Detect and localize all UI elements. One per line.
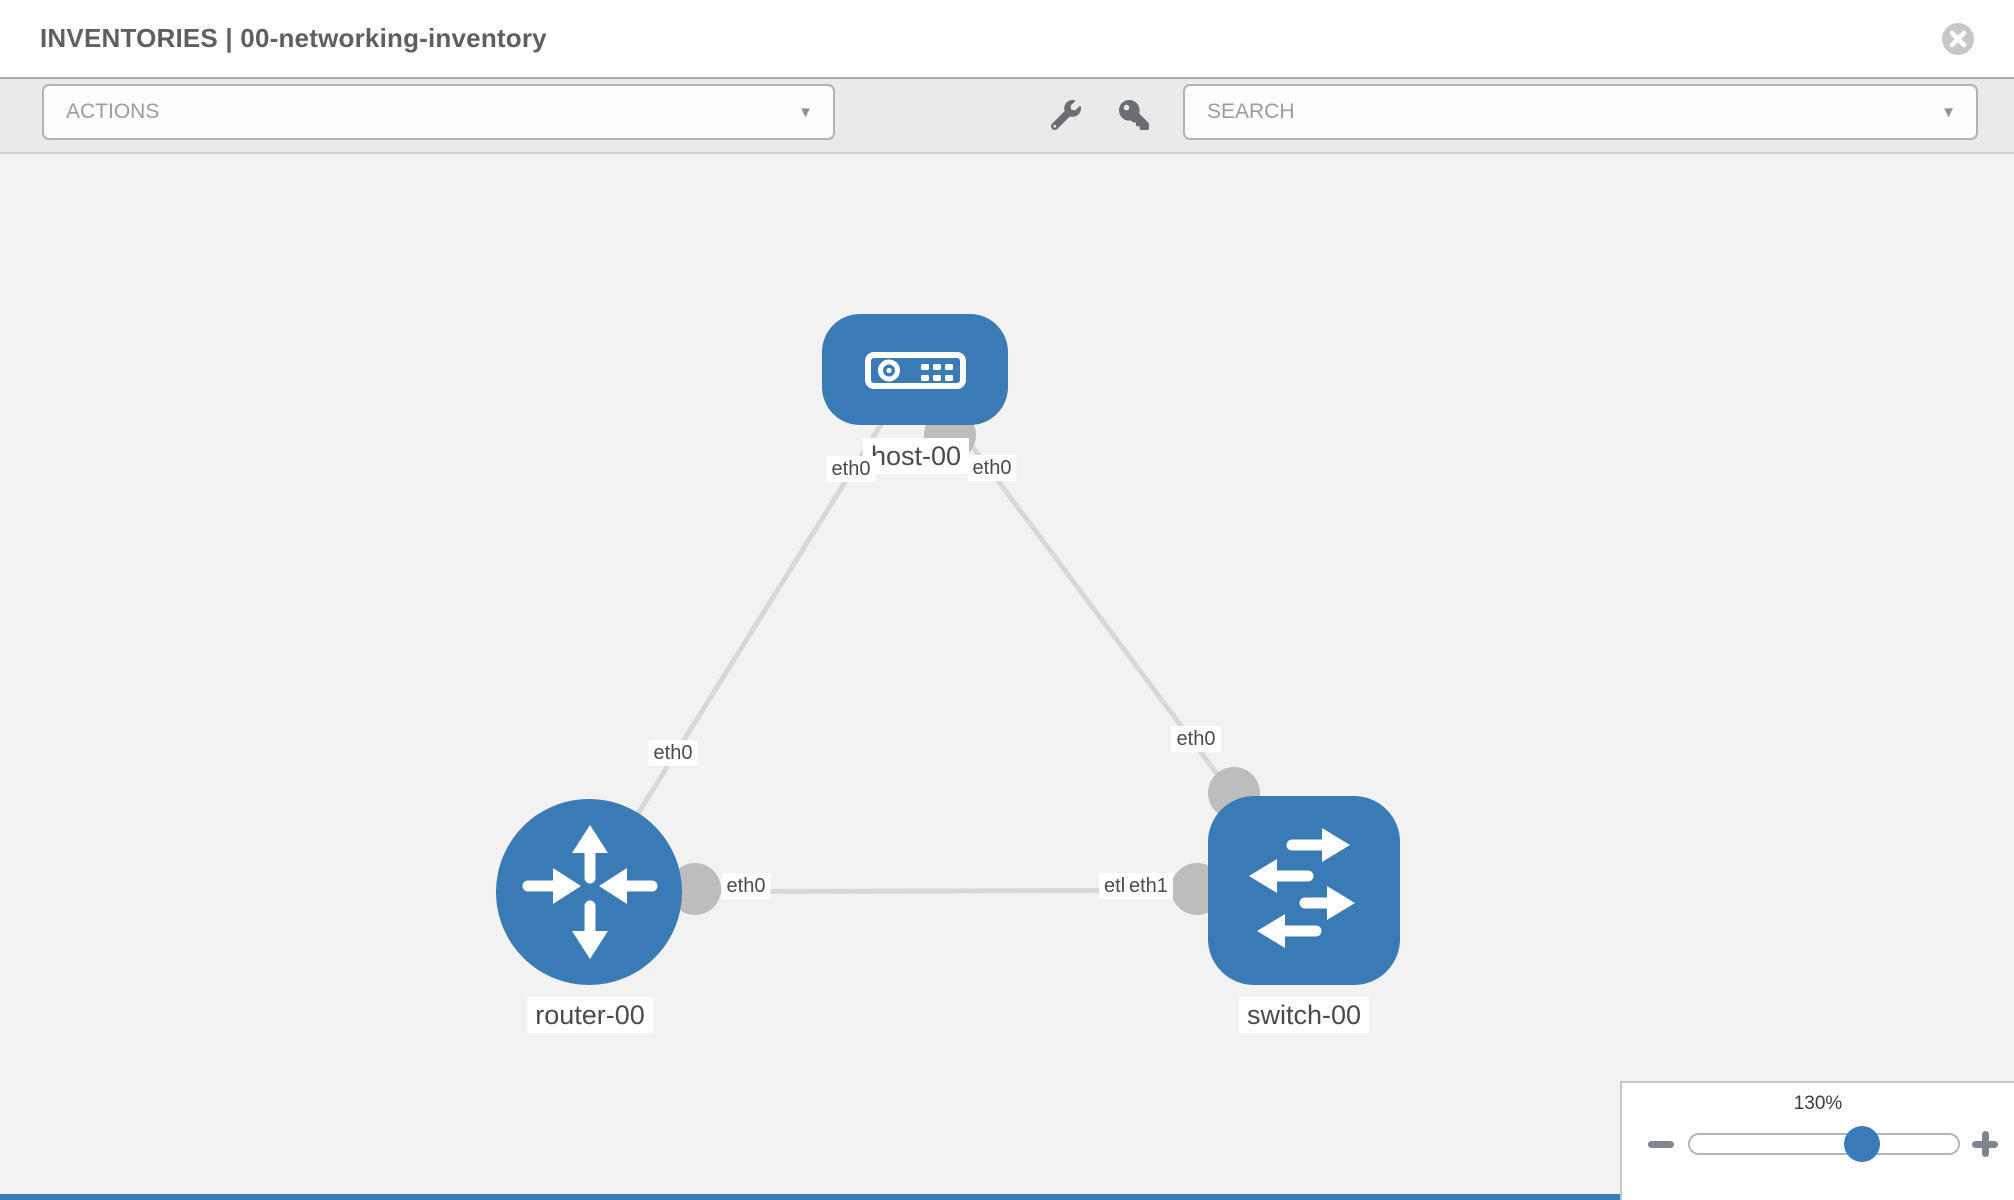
switch-icon: [1249, 828, 1355, 948]
credentials-button[interactable]: [1119, 100, 1151, 132]
zoom-slider-track[interactable]: [1688, 1133, 1960, 1155]
zoom-slider-thumb[interactable]: [1844, 1126, 1880, 1162]
interface-label: eth0: [721, 873, 771, 899]
node-label-switch: switch-00: [1238, 997, 1370, 1034]
node-label-router: router-00: [527, 997, 653, 1034]
page-title: INVENTORIES | 00-networking-inventory: [40, 23, 547, 53]
key-icon: [1119, 100, 1149, 130]
interface-label: eth0: [967, 455, 1017, 481]
search-dropdown[interactable]: SEARCH ▼: [1183, 84, 1978, 140]
node-switch-00[interactable]: [1208, 796, 1400, 985]
zoom-level: 130%: [1793, 1093, 1843, 1114]
interface-label: eth0: [648, 740, 698, 766]
zoom-in-button[interactable]: [1972, 1131, 1998, 1157]
port-router-right[interactable]: [669, 863, 721, 915]
actions-dropdown[interactable]: ACTIONS ▼: [42, 84, 835, 140]
actions-dropdown-label: ACTIONS: [66, 100, 160, 123]
zoom-out-button[interactable]: [1648, 1141, 1674, 1148]
server-icon: [865, 352, 966, 389]
node-host-00[interactable]: [822, 314, 1008, 425]
node-label-host: host-00: [862, 438, 970, 475]
chevron-down-icon: ▼: [1941, 103, 1956, 121]
close-button[interactable]: [1941, 22, 1975, 56]
toolbar: ACTIONS ▼ SEARCH ▼: [0, 79, 2014, 154]
zoom-panel: 130%: [1620, 1081, 2014, 1200]
bottom-accent-strip: [0, 1194, 1620, 1200]
chevron-down-icon: ▼: [798, 103, 813, 121]
x-circle-icon: [1942, 22, 1974, 55]
header-bar: INVENTORIES | 00-networking-inventory: [0, 0, 2014, 79]
search-placeholder: SEARCH: [1207, 100, 1295, 123]
interface-label: eth1: [1124, 873, 1173, 899]
node-router-00[interactable]: [496, 799, 682, 985]
interface-label: eth0: [1171, 726, 1221, 752]
wrench-icon: [1050, 100, 1081, 131]
topology-canvas[interactable]: host-00 router-00 switch-00 eth0 eth0 et…: [0, 154, 2014, 1200]
configure-button[interactable]: [1050, 100, 1083, 132]
router-icon: [522, 825, 658, 959]
interface-label: eth0: [826, 456, 876, 482]
